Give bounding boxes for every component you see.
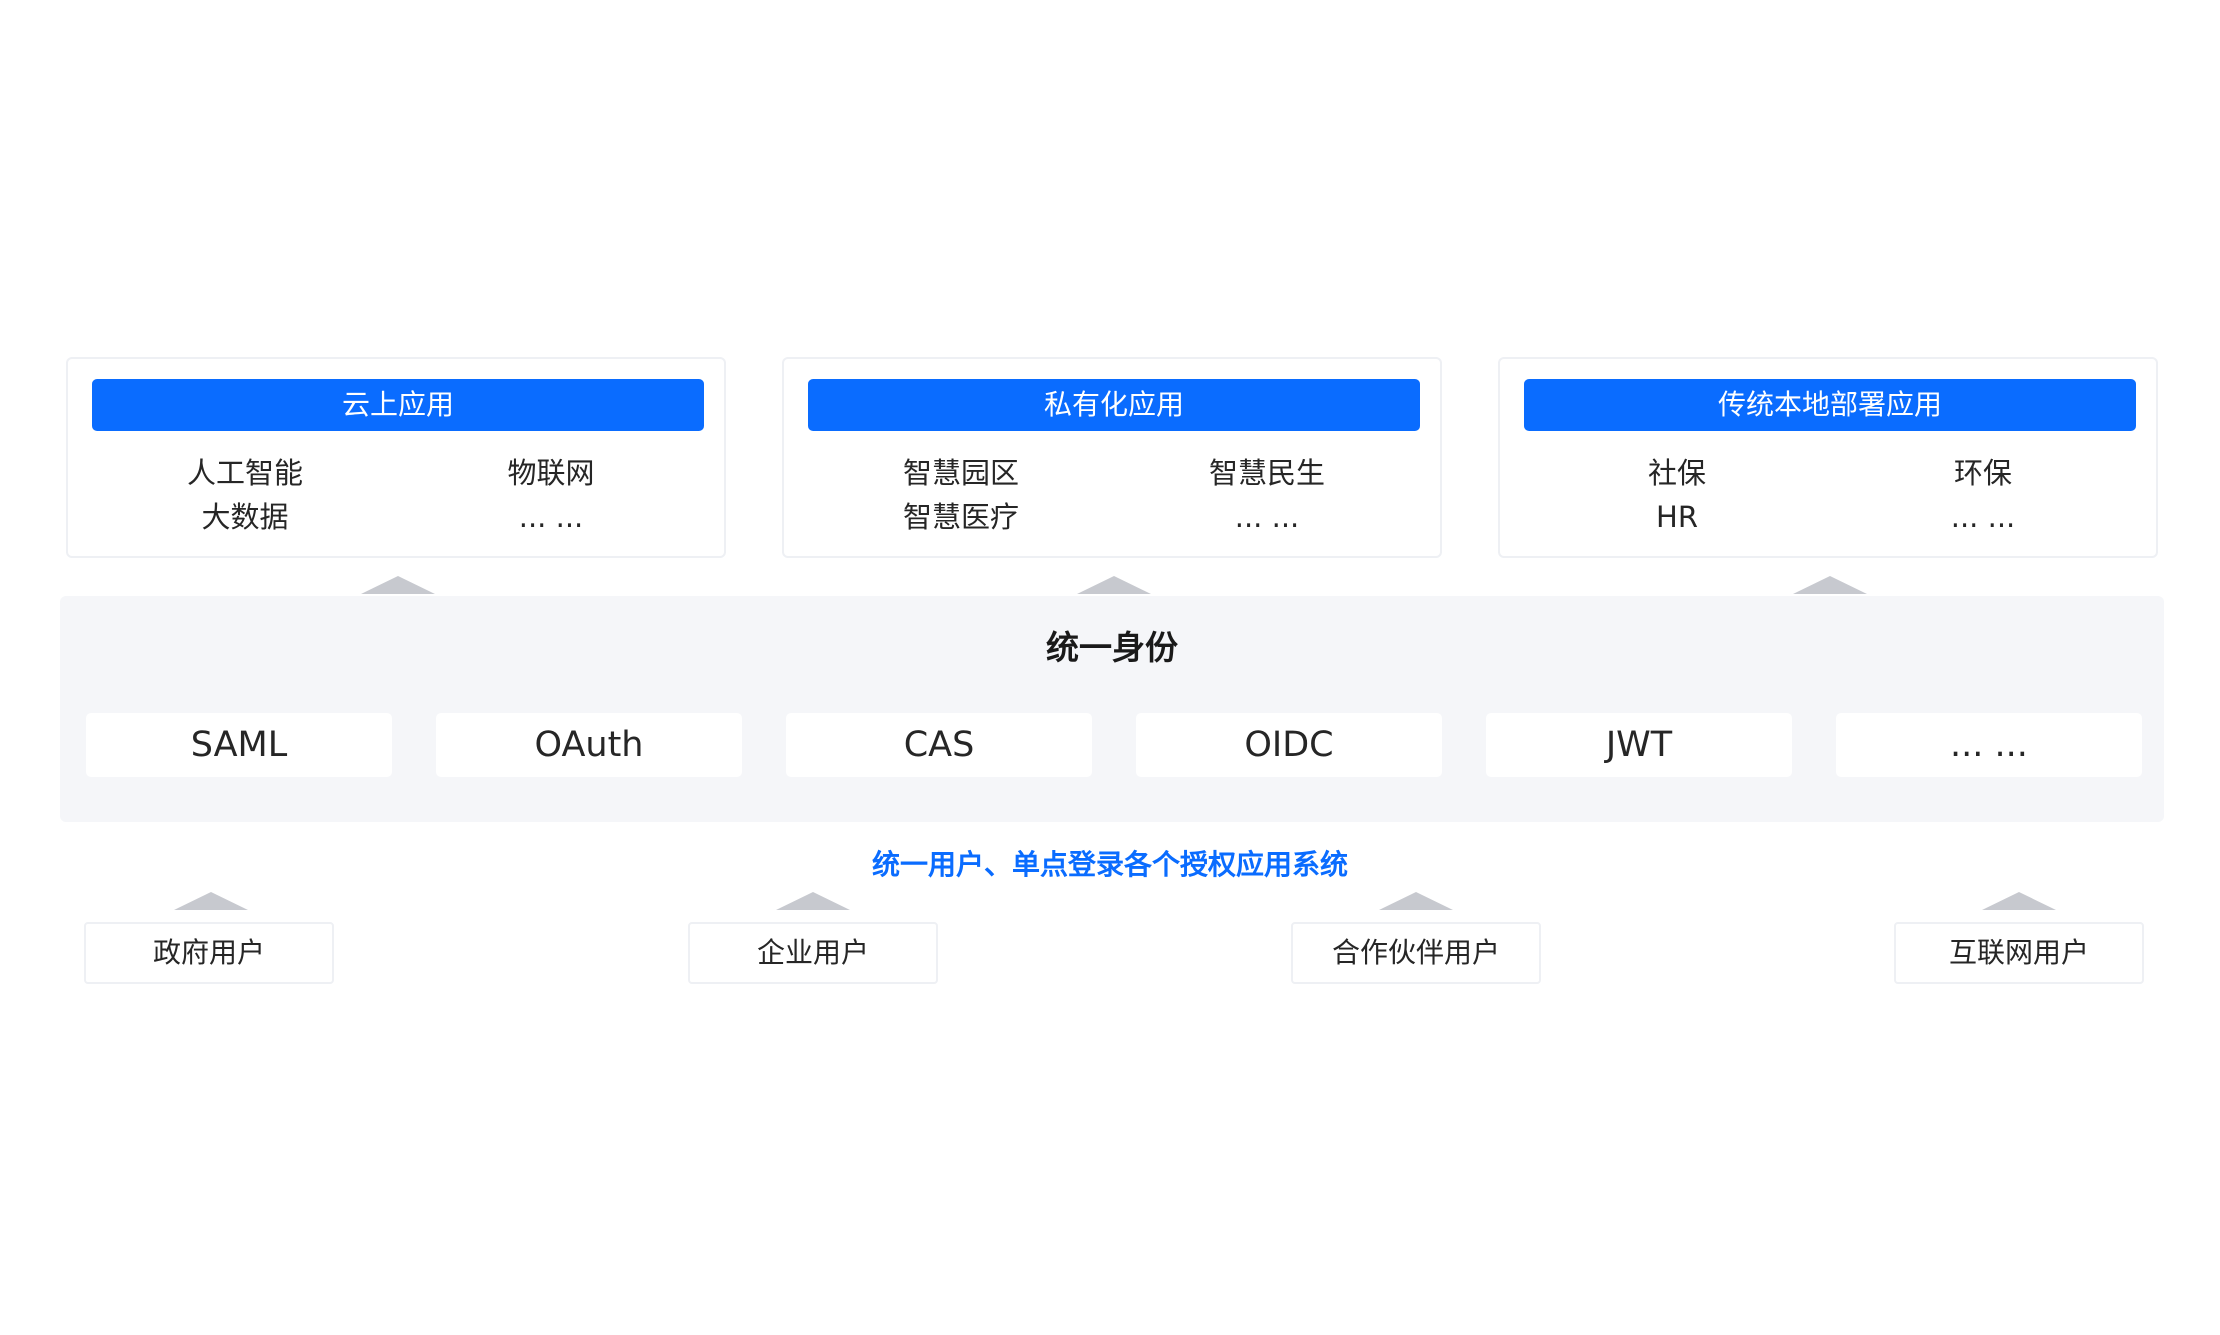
triangle-up-icon: [1982, 892, 2056, 910]
app-item: 大数据: [201, 500, 289, 534]
app-item: 智慧民生: [1208, 456, 1325, 490]
app-item: ... ...: [518, 500, 584, 534]
app-card-on-premise: 传统本地部署应用 社保 环保 HR ... ...: [1498, 357, 2158, 558]
app-card-items: 智慧园区 智慧民生 智慧医疗 ... ...: [808, 455, 1420, 535]
triangle-up-icon: [174, 892, 248, 910]
app-item: 智慧医疗: [902, 500, 1019, 534]
app-card-items: 人工智能 物联网 大数据 ... ...: [92, 455, 704, 535]
app-item: 智慧园区: [902, 456, 1019, 490]
triangle-up-icon: [361, 576, 435, 594]
app-item: HR: [1656, 500, 1698, 534]
protocol-saml: SAML: [86, 713, 392, 777]
protocol-more: ... ...: [1836, 713, 2142, 777]
app-card-private: 私有化应用 智慧园区 智慧民生 智慧医疗 ... ...: [782, 357, 1442, 558]
user-enterprise: 企业用户: [688, 922, 938, 984]
triangle-up-icon: [776, 892, 850, 910]
app-card-items: 社保 环保 HR ... ...: [1524, 455, 2136, 535]
user-partner: 合作伙伴用户: [1291, 922, 1541, 984]
triangle-up-icon: [1379, 892, 1453, 910]
triangle-up-icon: [1793, 576, 1867, 594]
protocol-oidc: OIDC: [1136, 713, 1442, 777]
app-card-title: 云上应用: [92, 379, 704, 431]
app-item: ... ...: [1234, 500, 1300, 534]
identity-title: 统一身份: [1046, 628, 1178, 667]
app-item: 环保: [1953, 456, 2012, 490]
protocol-oauth: OAuth: [436, 713, 742, 777]
user-internet: 互联网用户: [1894, 922, 2144, 984]
app-card-title: 传统本地部署应用: [1524, 379, 2136, 431]
app-card-title: 私有化应用: [808, 379, 1420, 431]
protocol-cas: CAS: [786, 713, 1092, 777]
user-government: 政府用户: [84, 922, 334, 984]
protocol-jwt: JWT: [1486, 713, 1792, 777]
app-item: 物联网: [507, 456, 595, 490]
app-card-cloud: 云上应用 人工智能 物联网 大数据 ... ...: [66, 357, 726, 558]
app-item: ... ...: [1950, 500, 2016, 534]
identity-panel: 统一身份 SAML OAuth CAS OIDC JWT ... ...: [60, 596, 2164, 822]
app-item: 社保: [1647, 456, 1706, 490]
caption: 统一用户、单点登录各个授权应用系统: [871, 848, 1348, 881]
app-item: 人工智能: [186, 456, 303, 490]
triangle-up-icon: [1077, 576, 1151, 594]
